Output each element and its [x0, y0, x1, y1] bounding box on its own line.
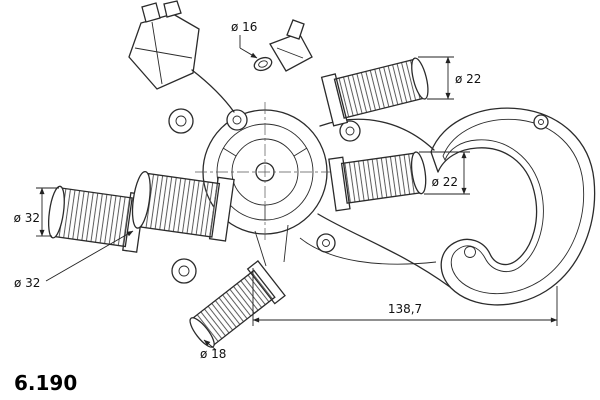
hose-connector-bottom — [189, 260, 286, 348]
sensor-plug-top — [269, 19, 313, 72]
dim-top-port: ø 16 — [231, 20, 257, 59]
dim-label-left-upper-hose: ø 32 — [14, 211, 40, 225]
dim-label-overall-length: 138,7 — [388, 302, 422, 316]
hose-connector-left-front — [131, 170, 235, 242]
hose-connector-mid-right — [328, 151, 427, 212]
dim-mid-right-hose: ø 22 — [419, 151, 470, 195]
housing-flange-links — [299, 118, 451, 288]
dim-label-bottom-hose: ø 18 — [200, 347, 226, 361]
hose-connector-top-right — [320, 57, 429, 127]
dim-label-top-right-hose: ø 22 — [455, 72, 481, 86]
dim-left-upper-hose: ø 32 — [14, 187, 59, 237]
gasket-flange-outline — [430, 107, 596, 306]
hose-connector-left-rear — [47, 185, 146, 253]
top-port — [253, 56, 273, 72]
dim-overall-length: 138,7 — [252, 268, 558, 326]
dim-label-mid-right-hose: ø 22 — [432, 175, 458, 189]
dim-bottom-hose: ø 18 — [200, 339, 226, 361]
dim-label-top-port: ø 16 — [231, 20, 257, 34]
bottom-connection-lines — [254, 224, 289, 267]
bolt-bosses — [168, 108, 361, 284]
dim-left-lower-hose: ø 32 — [14, 230, 134, 290]
dimension-annotations: ø 16 ø 22 ø 22 ø 32 ø 32 ø 18 — [14, 20, 558, 361]
dim-top-right-hose: ø 22 — [418, 56, 481, 100]
dim-label-left-lower-hose: ø 32 — [14, 276, 40, 290]
thermostat-housing-body — [195, 102, 335, 242]
part-number: 6.190 — [14, 371, 77, 395]
electrical-connector — [128, 0, 235, 113]
